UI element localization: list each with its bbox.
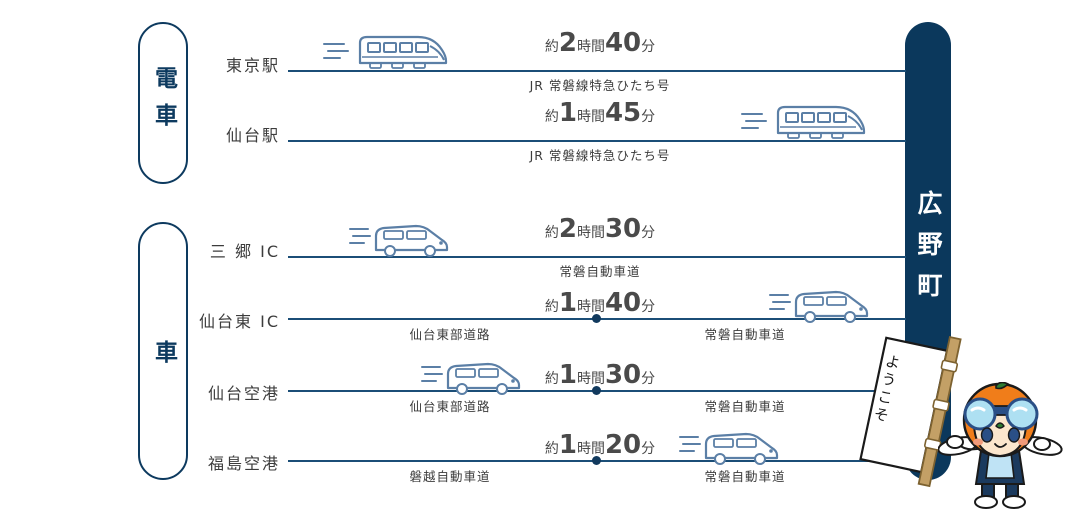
duration-minutes: 30 [604, 360, 642, 390]
duration-hours-unit: 時間 [576, 39, 605, 55]
duration-hours: 2 [558, 28, 577, 58]
duration-hours: 1 [558, 360, 577, 390]
duration-prefix: 約 [544, 371, 559, 387]
welcome-sign [858, 330, 978, 495]
mascot-leaf [995, 381, 1010, 390]
car-icon [768, 286, 874, 329]
duration-minutes: 45 [604, 98, 642, 128]
car-icon-svg [349, 224, 449, 257]
segment-label-sendai-airport-left: 仙台東部道路 [409, 399, 491, 414]
duration-hours-unit: 時間 [576, 371, 605, 387]
segment-label-sendai-higashi-ic-left: 仙台東部道路 [409, 327, 491, 342]
car-icon [678, 428, 784, 471]
duration-hours: 1 [558, 98, 577, 128]
train-icon [322, 32, 448, 77]
mode-label-car: 車 [150, 339, 177, 363]
segment-label-fukushima-airport-left: 磐越自動車道 [409, 469, 491, 484]
mascot-mouth [994, 443, 1007, 448]
duration-hours: 1 [558, 288, 577, 318]
duration-hours-unit: 時間 [576, 225, 605, 241]
route-split-dot-fukushima-airport [592, 456, 601, 465]
duration-minutes: 30 [604, 214, 642, 244]
mascot-nose-leaf [995, 422, 1005, 429]
car-icon-svg [769, 290, 869, 323]
hirono-mascot [937, 381, 1066, 527]
duration-minutes: 40 [604, 288, 642, 318]
duration-minutes-unit: 分 [641, 371, 656, 387]
mascot-goggles [963, 397, 1039, 431]
train-icon-svg [323, 35, 448, 69]
segment-label-misato-ic: 常磐自動車道 [559, 264, 641, 279]
duration-prefix: 約 [544, 441, 559, 457]
duration-hours: 1 [558, 430, 577, 460]
duration-misato-ic: 約2時間30分 [460, 214, 740, 244]
route-split-dot-sendai-higashi-ic [592, 314, 601, 323]
duration-minutes-unit: 分 [641, 109, 656, 125]
station-label-fukushima-airport: 福島空港 [207, 454, 280, 473]
car-icon [420, 358, 526, 401]
train-icon [740, 102, 866, 147]
duration-minutes-unit: 分 [641, 441, 656, 457]
mascot-hand-left [946, 435, 964, 449]
segment-label-fukushima-airport-right: 常磐自動車道 [704, 469, 786, 484]
duration-minutes-unit: 分 [641, 299, 656, 315]
car-icon-svg [679, 432, 779, 465]
duration-hours-unit: 時間 [576, 441, 605, 457]
station-label-sendai-airport: 仙台空港 [207, 384, 280, 403]
station-label-misato-ic: 三 郷 IC [209, 242, 280, 261]
duration-hours-unit: 時間 [576, 109, 605, 125]
duration-prefix: 約 [544, 299, 559, 315]
duration-minutes: 20 [604, 430, 642, 460]
route-line-sendai-station [288, 140, 906, 142]
duration-sendai-airport: 約1時間30分 [460, 360, 740, 390]
duration-prefix: 約 [544, 109, 559, 125]
car-icon [348, 220, 454, 263]
route-line-tokyo-station [288, 70, 906, 72]
car-icon-svg [421, 362, 521, 395]
destination-label: 広野町 [914, 189, 943, 313]
segment-label-sendai-higashi-ic-right: 常磐自動車道 [704, 327, 786, 342]
mode-capsule-car: 車 [138, 222, 188, 480]
station-label-tokyo-station: 東京駅 [225, 56, 280, 75]
segment-label-tokyo-station: JR 常磐線特急ひたち号 [529, 78, 671, 93]
mode-label-train: 電車 [150, 66, 177, 140]
train-icon-svg [741, 105, 866, 139]
duration-fukushima-airport: 約1時間20分 [460, 430, 740, 460]
station-label-sendai-station: 仙台駅 [225, 126, 280, 145]
mascot-blush-left [973, 438, 983, 446]
duration-prefix: 約 [544, 39, 559, 55]
duration-minutes: 40 [604, 28, 642, 58]
duration-hours: 2 [558, 214, 577, 244]
mascot-blush-right [1018, 438, 1028, 446]
segment-label-sendai-station: JR 常磐線特急ひたち号 [529, 148, 671, 163]
route-line-misato-ic [288, 256, 906, 258]
mascot-eye-right [1007, 427, 1021, 443]
duration-prefix: 約 [544, 225, 559, 241]
duration-hours-unit: 時間 [576, 299, 605, 315]
route-split-dot-sendai-airport [592, 386, 601, 395]
welcome-sign-svg [859, 335, 962, 488]
duration-tokyo-station: 約2時間40分 [460, 28, 740, 58]
mascot-eye-left [980, 427, 994, 443]
mascot-hand-right [1033, 437, 1051, 451]
station-label-sendai-higashi-ic: 仙台東 IC [199, 312, 280, 331]
duration-sendai-station: 約1時間45分 [460, 98, 740, 128]
mode-capsule-train: 電車 [138, 22, 188, 184]
duration-minutes-unit: 分 [641, 225, 656, 241]
duration-minutes-unit: 分 [641, 39, 656, 55]
duration-sendai-higashi-ic: 約1時間40分 [460, 288, 740, 318]
segment-label-sendai-airport-right: 常磐自動車道 [704, 399, 786, 414]
mascot-svg [937, 381, 1063, 509]
